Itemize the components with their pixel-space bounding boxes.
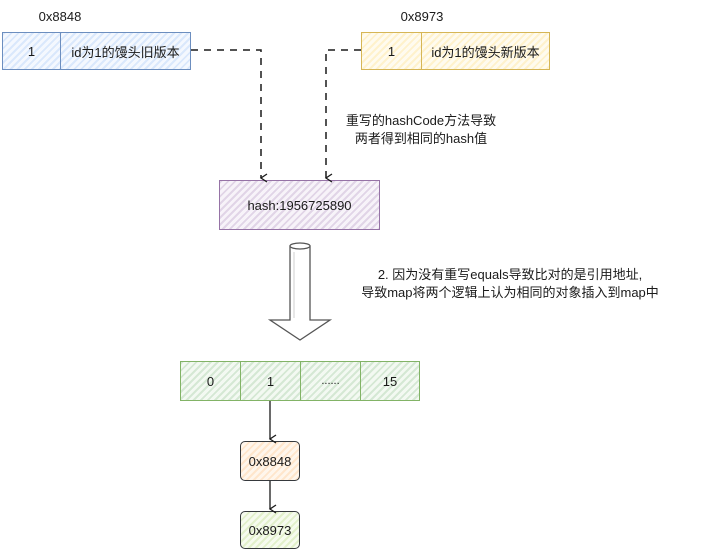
- bucket-cell[interactable]: 15: [382, 373, 398, 389]
- equals-note: 2. 因为没有重写equals导致比对的是引用地址, 导致map将两个逻辑上认为…: [340, 266, 680, 302]
- equals-note-line2: 导致map将两个逻辑上认为相同的对象插入到map中: [361, 285, 659, 300]
- new-object-address-label: 0x8973: [400, 9, 444, 24]
- hashcode-note-line1: 重写的hashCode方法导致: [345, 113, 497, 128]
- old-object-box[interactable]: 1 id为1的馒头旧版本: [2, 32, 191, 70]
- bucket-cell[interactable]: ......: [301, 362, 361, 400]
- dashed-arrow-old-to-hash: [191, 49, 268, 183]
- new-object-description: id为1的馒头新版本: [431, 44, 540, 60]
- equals-note-line1: 2. 因为没有重写equals导致比对的是引用地址,: [377, 267, 643, 282]
- chain-node-address: 0x8848: [248, 453, 292, 469]
- block-arrow-down: [267, 245, 333, 341]
- bucket-cell[interactable]: 1: [241, 362, 301, 400]
- hashcode-note-line2: 两者得到相同的hash值: [354, 131, 488, 146]
- chain-node-first[interactable]: 0x8848: [240, 441, 300, 481]
- old-object-id: 1: [3, 33, 61, 69]
- bucket-array[interactable]: 0 1 ...... 15: [180, 361, 420, 401]
- bucket-cell[interactable]: 0: [181, 362, 241, 400]
- old-object-address-label: 0x8848: [38, 9, 82, 24]
- chain-node-address: 0x8973: [248, 522, 292, 538]
- new-object-box[interactable]: 1 id为1的馒头新版本: [361, 32, 550, 70]
- hash-value-label: hash:1956725890: [247, 197, 352, 213]
- hash-value-box[interactable]: hash:1956725890: [219, 180, 380, 230]
- new-object-id: 1: [362, 33, 422, 69]
- block-arrow-top-cap: [289, 242, 311, 250]
- old-object-description: id为1的馒头旧版本: [71, 44, 180, 60]
- hashcode-note: 重写的hashCode方法导致 两者得到相同的hash值: [326, 112, 516, 148]
- chain-node-second[interactable]: 0x8973: [240, 511, 300, 549]
